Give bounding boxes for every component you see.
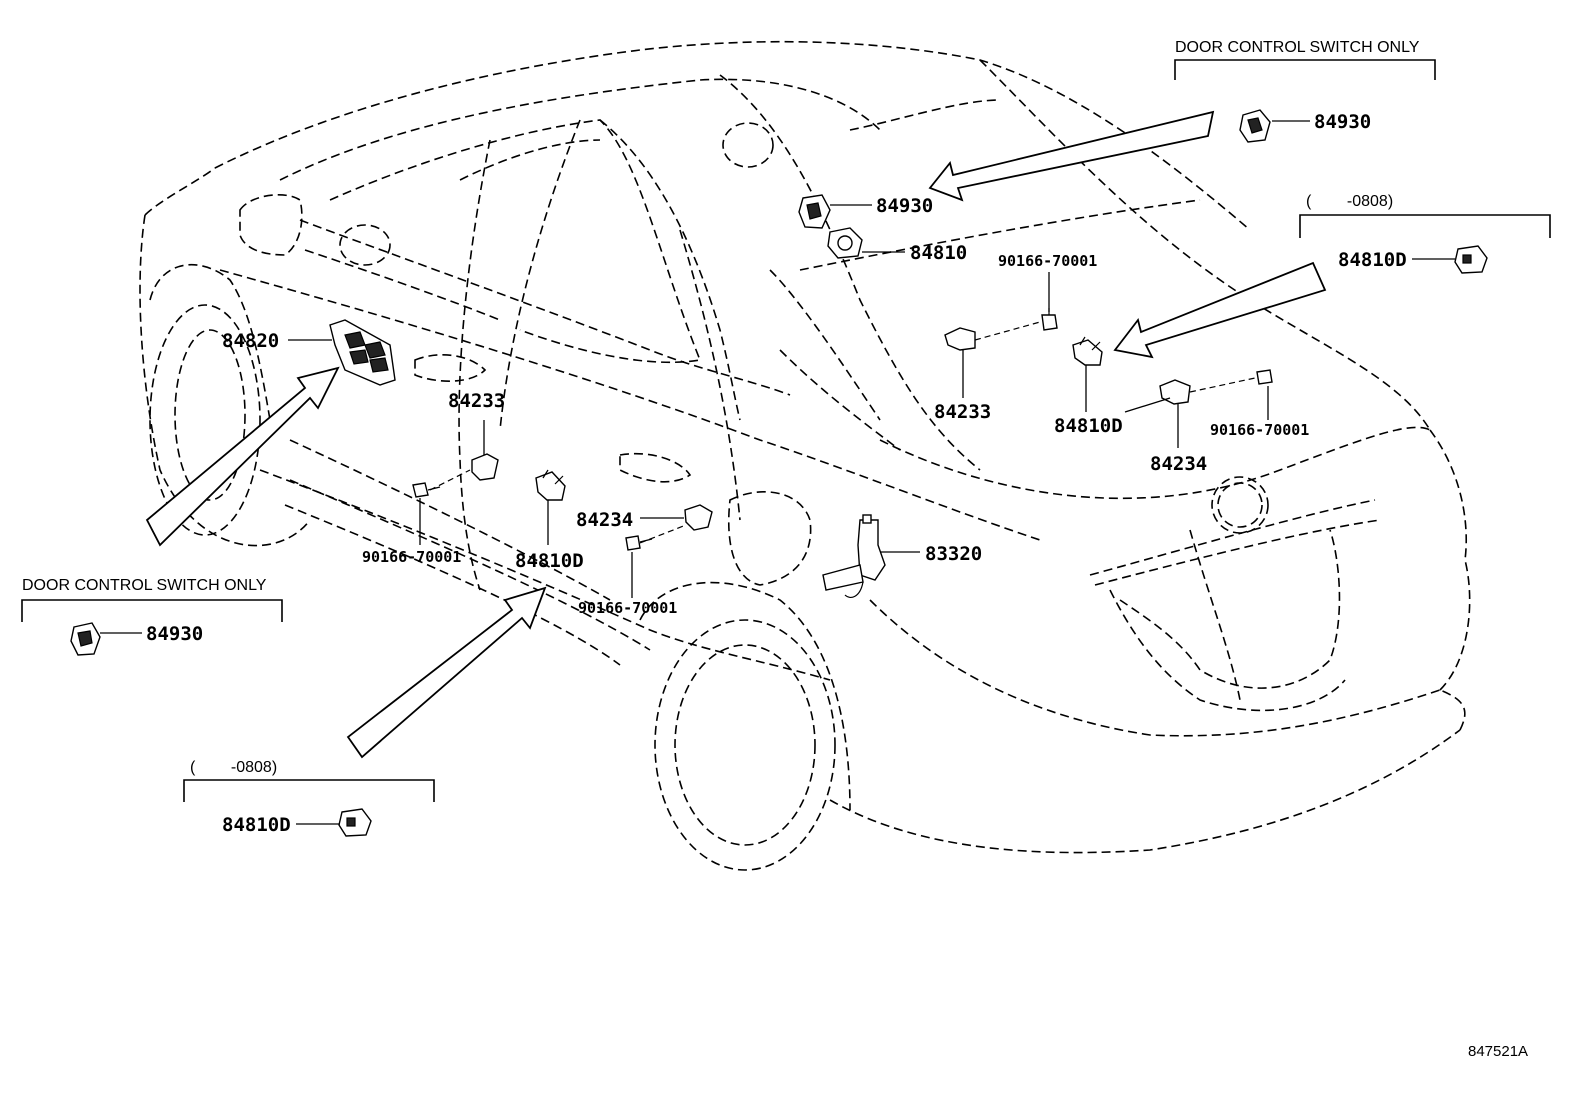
switch-84810D-right (1454, 245, 1488, 274)
diagram-code: 847521A (1468, 1043, 1528, 1060)
sensor-84233-right (944, 327, 976, 351)
label-84233-right: 84233 (934, 401, 991, 423)
switch-84810D-left (338, 808, 372, 837)
arrow-top-right (928, 110, 1215, 202)
bolt-right (1256, 369, 1273, 385)
label-84810D-mid-right: 84810D (1054, 415, 1123, 437)
note-brackets (21, 59, 1551, 802)
switch-84810 (827, 227, 863, 259)
switch-84930-top (1239, 109, 1271, 143)
bracket-84810D-mid-right (1072, 336, 1103, 366)
bolt-mid (625, 535, 653, 551)
callout-arrows (145, 110, 1327, 759)
label-bolt-mid: 90166-70001 (578, 599, 677, 617)
parts (70, 109, 1488, 837)
arrow-left-front (145, 366, 340, 547)
bracket-84810D-mid (535, 469, 566, 501)
switch-84930-left (70, 622, 101, 656)
label-84930-top: 84930 (1314, 111, 1371, 133)
label-84930-left: 84930 (146, 623, 203, 645)
label-bolt-top: 90166-70001 (998, 252, 1097, 270)
arrow-right (1113, 261, 1327, 359)
label-84233-left: 84233 (448, 390, 505, 412)
label-84810D-mid: 84810D (515, 550, 584, 572)
leader-lines (100, 120, 1455, 825)
label-84810D-right: 84810D (1338, 249, 1407, 271)
bolt-left (412, 482, 441, 498)
sensor-84234-mid (684, 504, 713, 531)
note-date-range-left: ( -0808) (190, 759, 277, 776)
switch-84930-mid (798, 194, 831, 229)
label-83320: 83320 (925, 543, 982, 565)
sensor-83320 (822, 514, 886, 598)
car-body-outline (139, 40, 1471, 871)
sensor-84234-right (1159, 379, 1191, 405)
note-door-control-top: DOOR CONTROL SWITCH ONLY (1175, 39, 1420, 56)
notes-text: DOOR CONTROL SWITCH ONLY DOOR CONTROL SW… (22, 39, 1420, 776)
part-labels: 84930 84930 84930 84810 84810D 84810D 84… (146, 111, 1407, 836)
label-84234-mid: 84234 (576, 509, 633, 531)
label-84810: 84810 (910, 242, 967, 264)
master-switch-84820 (329, 319, 396, 386)
label-bolt-left: 90166-70001 (362, 548, 461, 566)
label-bolt-right: 90166-70001 (1210, 421, 1309, 439)
note-date-range-right: ( -0808) (1306, 193, 1393, 210)
label-84810D-left: 84810D (222, 814, 291, 836)
arrow-left-rear (346, 586, 547, 759)
label-84820: 84820 (222, 330, 279, 352)
sensor-84233-left (471, 453, 499, 481)
label-84234-right: 84234 (1150, 453, 1207, 475)
note-door-control-left: DOOR CONTROL SWITCH ONLY (22, 577, 267, 594)
label-84930-mid: 84930 (876, 195, 933, 217)
